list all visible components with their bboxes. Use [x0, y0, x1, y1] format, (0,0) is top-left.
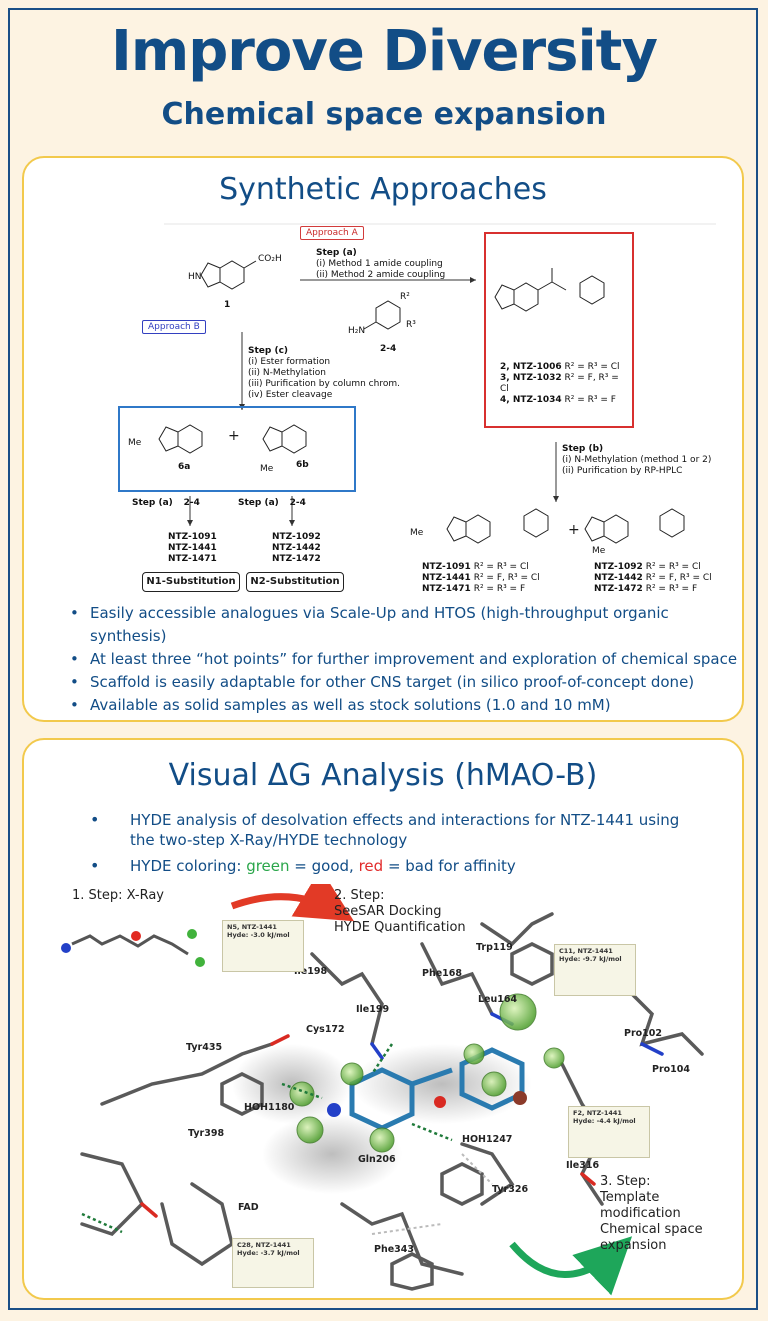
analysis-title: Visual ΔG Analysis (hMAO-B) — [168, 758, 598, 793]
intermediates-box: Me 6a + Me 6b — [118, 406, 356, 492]
intermediate-structures — [158, 424, 307, 454]
hyde-popup-c11[interactable]: C11, NTZ-1441 Hyde: -9.7 kJ/mol — [554, 944, 636, 996]
approach-a-tag: Approach A — [300, 226, 364, 240]
intermediate-6b-me: Me — [260, 464, 274, 474]
step-c-title: Step (c) — [248, 346, 289, 356]
bullet-scaffold: Scaffold is easily adaptable for other C… — [68, 671, 738, 694]
xray-ligand — [61, 929, 205, 967]
scheme-graphics — [158, 223, 716, 544]
product-line-2: 2, NTZ-1006 R² = R³ = Cl — [500, 362, 620, 372]
bullet-hyde-coloring: HYDE coloring: green = good, red = bad f… — [90, 856, 690, 876]
intermediate-plus: + — [228, 428, 240, 444]
amine-r3: R³ — [406, 320, 416, 330]
n1-substitution-tag: N1-Substitution — [142, 572, 240, 592]
residue-tyr326: Tyr326 — [492, 1184, 529, 1195]
n2-product-list: NTZ-1092 R² = R³ = Cl NTZ-1442 R² = F, R… — [594, 562, 712, 594]
hyde-popup-n5[interactable]: N5, NTZ-1441 Hyde: -3.0 kJ/mol — [222, 920, 304, 972]
compound-1-co2h: CO₂H — [258, 254, 282, 264]
bullet-scale-up: Easily accessible analogues via Scale-Up… — [68, 602, 738, 648]
intermediate-6b-label: 6b — [296, 460, 309, 470]
compound-1-hn: HN — [188, 272, 202, 282]
binding-site-figure: 1. Step: X-Ray 2. Step: SeeSAR Docking H… — [42, 884, 728, 1296]
step-b-title: Step (b) — [562, 444, 604, 454]
intermediate-6a-label: 6a — [178, 462, 191, 472]
residue-tyr398: Tyr398 — [188, 1128, 225, 1139]
residue-pro102: Pro102 — [624, 1028, 663, 1039]
residue-tyr435: Tyr435 — [186, 1042, 223, 1053]
analysis-panel: Visual ΔG Analysis (hMAO-B) HYDE analysi… — [22, 738, 744, 1300]
n2-substitution-tag: N2-Substitution — [246, 572, 344, 592]
amine-nh2: H₂N — [348, 326, 366, 336]
amine-r2: R² — [400, 292, 410, 302]
step-c-text: Step (c) (i) Ester formation (ii) N-Meth… — [248, 346, 400, 401]
product-amide-structure — [494, 268, 605, 312]
bullet-hot-points: At least three “hot points” for further … — [68, 648, 738, 671]
green-step-arrow — [509, 1236, 633, 1296]
red-step-arrow — [230, 884, 355, 922]
n1-list: NTZ-1091 NTZ-1441 NTZ-1471 — [168, 532, 217, 564]
analysis-bullets: HYDE analysis of desolvation effects and… — [90, 810, 690, 882]
page-subtitle: Chemical space expansion — [161, 97, 607, 132]
step2-label: 2. Step: SeeSAR Docking HYDE Quantificat… — [334, 888, 466, 935]
step3-label: 3. Step: Template modification Chemical … — [600, 1174, 703, 1253]
step-c-line-1: (i) Ester formation — [248, 357, 331, 367]
n2-list: NTZ-1092 NTZ-1442 NTZ-1472 — [272, 532, 321, 564]
step-c-line-4: (iv) Ester cleavage — [248, 390, 333, 400]
approach-b-tag: Approach B — [142, 320, 206, 334]
residue-cys172: Cys172 — [306, 1024, 345, 1035]
step-c-line-2: (ii) N-Methylation — [248, 368, 326, 378]
n1-step: Step (a) 2-4 — [132, 498, 200, 508]
residue-pro104: Pro104 — [652, 1064, 691, 1075]
compound-1-structure — [200, 260, 257, 290]
bullet-hyde-analysis: HYDE analysis of desolvation effects and… — [90, 810, 690, 850]
residue-ile316: Ile316 — [566, 1160, 600, 1171]
synthetic-title: Synthetic Approaches — [219, 172, 547, 207]
synthetic-panel: Synthetic Approaches — [22, 156, 744, 722]
amine-structure — [363, 300, 401, 330]
residue-phe343: Phe343 — [374, 1244, 414, 1255]
hyde-popup-f2[interactable]: F2, NTZ-1441 Hyde: -4.4 kJ/mol — [568, 1106, 650, 1158]
product-line-4: 4, NTZ-1034 R² = R³ = F — [500, 395, 616, 405]
n2-step: Step (a) 2-4 — [238, 498, 306, 508]
residue-hoh1180: HOH1180 — [244, 1102, 295, 1113]
step-b-line-1: (i) N-Methylation (method 1 or 2) — [562, 455, 712, 465]
compound-1-label: 1 — [224, 300, 231, 310]
synthesis-scheme: Approach A Approach B CO₂H HN 1 Step (a)… — [104, 220, 716, 600]
n-methyl-products — [446, 508, 685, 544]
page-title: Improve Diversity — [111, 19, 658, 84]
step-b-line-2: (ii) Purification by RP-HPLC — [562, 466, 683, 476]
product-highlight-box: 2, NTZ-1006 R² = R³ = Cl 3, NTZ-1032 R² … — [484, 232, 634, 428]
residue-leu164: Leu164 — [478, 994, 518, 1005]
product-list: 2, NTZ-1006 R² = R³ = Cl 3, NTZ-1032 R² … — [500, 362, 630, 406]
residue-phe168: Phe168 — [422, 968, 462, 979]
step-c-line-3: (iii) Purification by column chrom. — [248, 379, 400, 389]
step-a-line-1: (i) Method 1 amide coupling — [316, 259, 443, 269]
product-line-3: 3, NTZ-1032 R² = F, R³ = Cl — [500, 373, 619, 394]
synthetic-bullets: Easily accessible analogues via Scale-Up… — [68, 602, 738, 717]
step-a-text: Step (a) (i) Method 1 amide coupling (ii… — [316, 248, 445, 281]
residue-trp119: Trp119 — [476, 942, 513, 953]
products-plus: + — [568, 522, 580, 538]
step1-label: 1. Step: X-Ray — [72, 888, 165, 903]
step-a-title: Step (a) — [316, 248, 357, 258]
residue-ile198: Ile198 — [294, 966, 328, 977]
poster-frame — [8, 8, 758, 1310]
hyde-popup-c28[interactable]: C28, NTZ-1441 Hyde: -3.7 kJ/mol — [232, 1238, 314, 1288]
step-b-text: Step (b) (i) N-Methylation (method 1 or … — [562, 444, 711, 477]
binding-site-graphics — [61, 884, 704, 1296]
residue-hoh1247: HOH1247 — [462, 1134, 513, 1145]
residue-gln206: Gln206 — [358, 1154, 396, 1165]
step-a-line-2: (ii) Method 2 amide coupling — [316, 270, 446, 280]
intermediate-6a-me: Me — [128, 438, 142, 448]
residue-fad: FAD — [238, 1202, 259, 1213]
n1-product-list: NTZ-1091 R² = R³ = Cl NTZ-1441 R² = F, R… — [422, 562, 540, 594]
amine-label: 2-4 — [380, 344, 397, 354]
residue-ile199: Ile199 — [356, 1004, 390, 1015]
bullet-samples: Available as solid samples as well as st… — [68, 694, 738, 717]
